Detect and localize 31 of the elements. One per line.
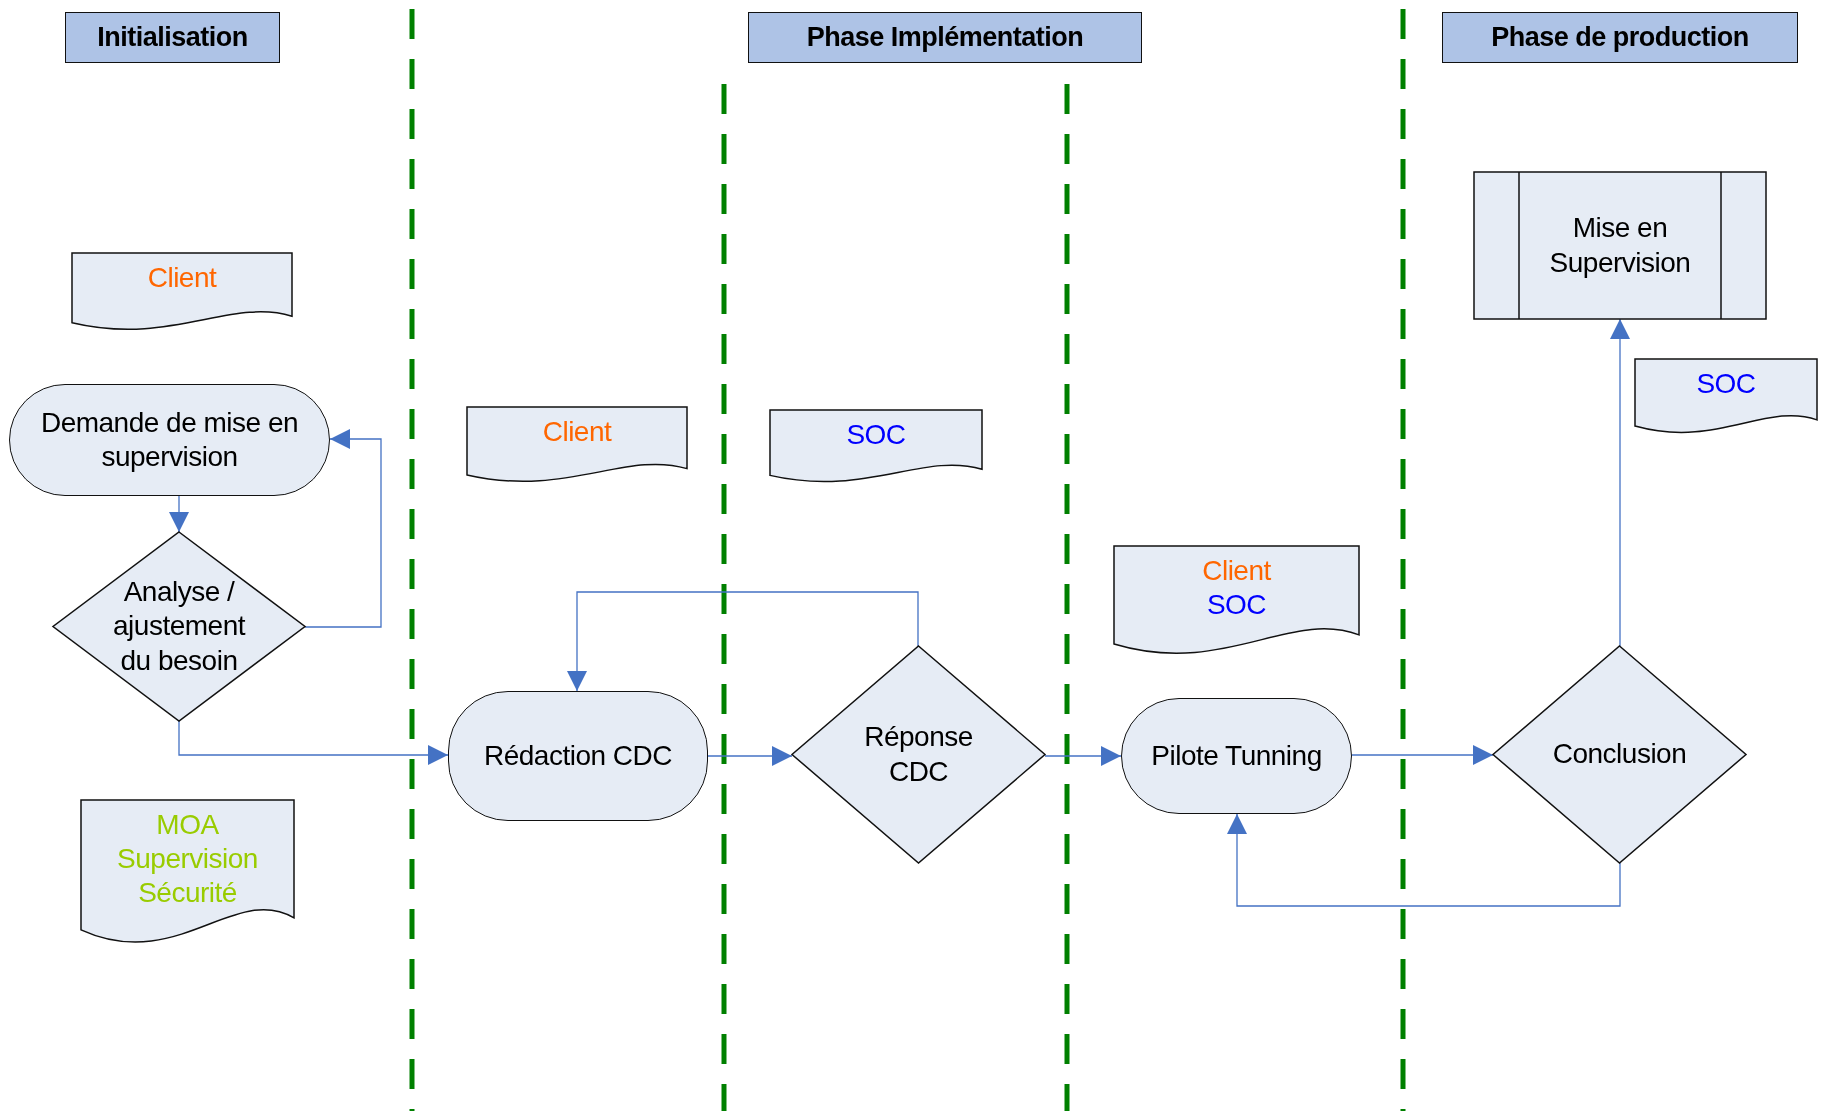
node-label: Analyse / ajustement du besoin [112, 575, 247, 678]
arrow [707, 746, 793, 766]
node-label: Sécurité [138, 876, 237, 911]
node-label: Supervision [117, 842, 258, 877]
node-label: MOA [156, 808, 219, 842]
node-label: SOC [1206, 588, 1267, 623]
arrow [1227, 813, 1621, 907]
arrow [1044, 746, 1122, 766]
node-label: Demande de mise en supervision [39, 405, 300, 474]
node-label: Mise en Supervision [1548, 211, 1692, 280]
arrow [178, 720, 449, 765]
arrow [169, 495, 189, 533]
arrow [1610, 318, 1630, 647]
arrow [1351, 745, 1494, 765]
phase-title: Phase de production [1491, 21, 1749, 54]
phase-header [65, 12, 280, 63]
node-label: SOC [1696, 367, 1756, 401]
node-label: Réponse CDC [863, 720, 974, 789]
node-label: Client [147, 261, 217, 295]
phase-header [748, 12, 1142, 63]
node-label: Pilote Tunning [1151, 738, 1322, 773]
arrow [567, 591, 919, 692]
node-label: Client [1202, 554, 1271, 588]
node-label: Client [542, 415, 612, 449]
phase-header [1442, 12, 1798, 63]
phase-title: Phase Implémentation [806, 21, 1084, 54]
node-label: SOC [846, 418, 906, 452]
phase-title: Initialisation [97, 21, 248, 54]
node-label: Rédaction CDC [484, 738, 672, 773]
arrow [304, 429, 382, 628]
node-label: Conclusion [1552, 737, 1687, 772]
